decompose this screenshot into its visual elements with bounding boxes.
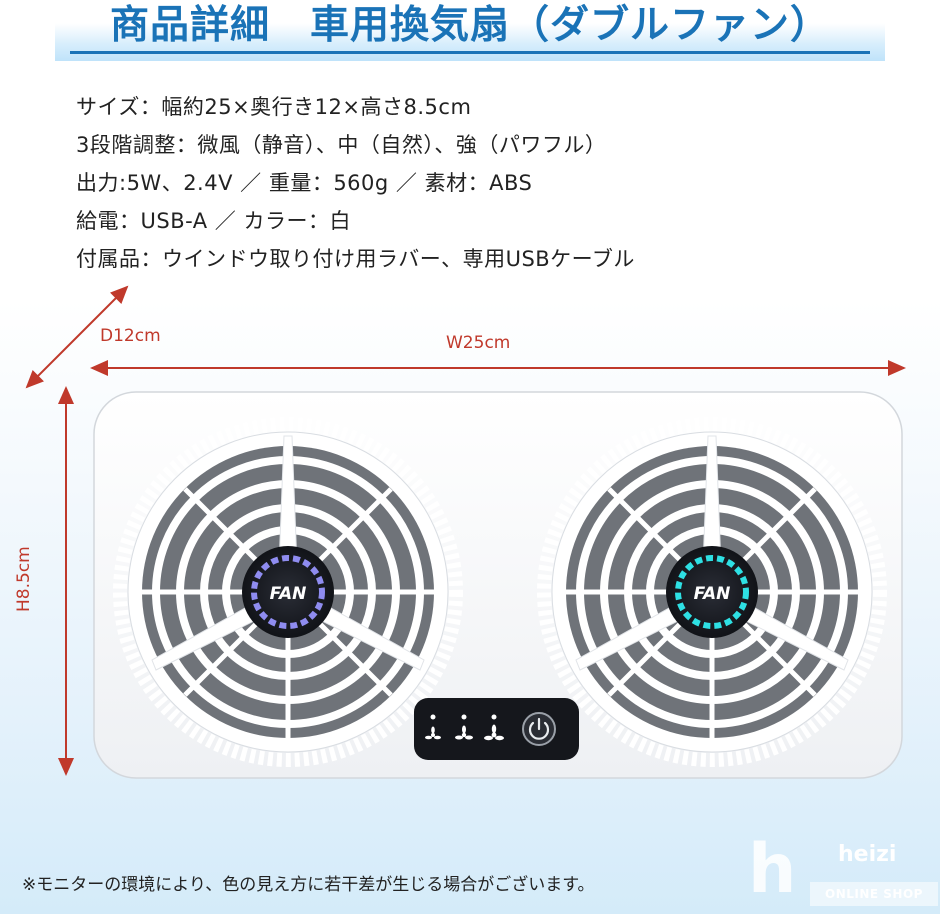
spec-supply-color: 給電：USB-A ／ カラー：白 [76, 209, 351, 233]
logo-name: heizi [838, 842, 897, 867]
right-fan-label: FAN [694, 584, 731, 604]
spec-size: サイズ：幅約25×奥行き12×高さ8.5cm [76, 95, 472, 119]
page-title: 商品詳細 車用換気扇（ダブルファン） [109, 3, 830, 48]
level-led-3 [491, 714, 497, 720]
spec-list: サイズ：幅約25×奥行き12×高さ8.5cm 3段階調整：微風（静音）、中（自然… [76, 88, 635, 278]
spec-levels: 3段階調整：微風（静音）、中（自然）、強（パワフル） [76, 133, 607, 157]
left-fan-label: FAN [270, 584, 307, 604]
control-panel [414, 698, 579, 760]
width-label: W25cm [446, 333, 511, 353]
depth-arrow [25, 285, 129, 389]
spec-accessories: 付属品：ウインドウ取り付け用ラバー、専用USBケーブル [76, 247, 635, 271]
power-button [522, 712, 556, 746]
shop-logo: h heizi ONLINE SHOP [748, 830, 938, 912]
fan-speed-icon-high [484, 724, 504, 741]
monitor-note: ※モニターの環境により、色の見え方に若干差が生じる場合がございます。 [22, 875, 595, 895]
title-underline [70, 51, 870, 54]
logo-letter: h [748, 830, 797, 909]
fan-speed-icon-mid [455, 725, 473, 740]
spec-power-weight-material: 出力:5W、2.4V ／ 重量：560g ／ 素材：ABS [76, 171, 533, 195]
right-fan: FAN [537, 417, 887, 767]
level-led-1 [430, 714, 436, 720]
level-led-2 [461, 714, 467, 720]
depth-label: D12cm [100, 326, 161, 346]
logo-subtitle: ONLINE SHOP [810, 882, 938, 906]
fan-speed-icon-low [425, 726, 441, 740]
left-fan: FAN [113, 417, 463, 767]
